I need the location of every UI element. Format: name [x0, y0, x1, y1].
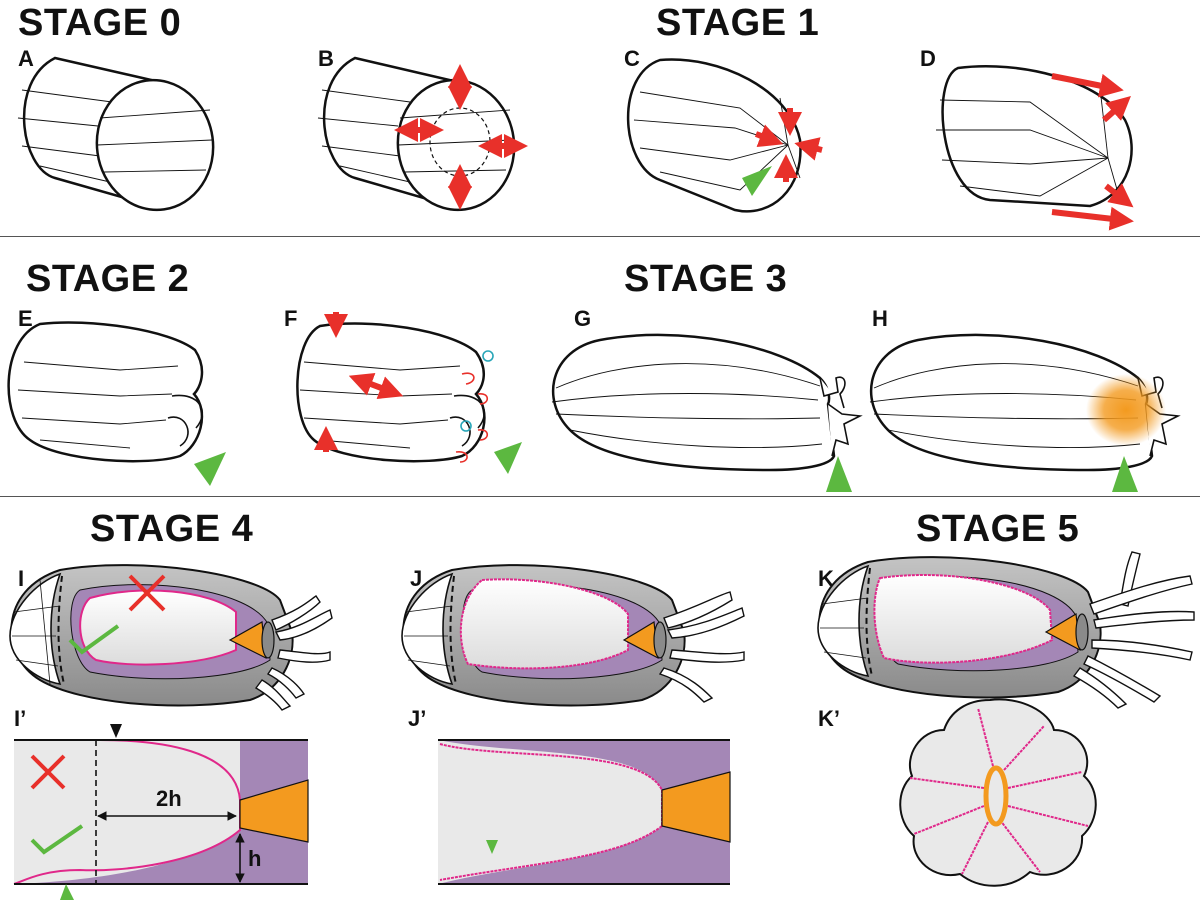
panel-h-green-marker	[1112, 456, 1138, 492]
panel-i-prime-black-marker	[110, 724, 122, 738]
panel-label-f: F	[284, 306, 298, 331]
panel-b-expansion-arrows	[394, 63, 528, 210]
panel-b-cylinder	[317, 56, 516, 212]
panel-e-green-marker	[194, 452, 226, 486]
panel-label-d: D	[920, 46, 936, 71]
panel-i-prime-check-mark	[30, 824, 84, 855]
panel-c-green-marker	[742, 166, 772, 196]
panel-d-elongating-body	[936, 65, 1133, 208]
panel-label-g: G	[574, 306, 592, 331]
panel-k-prime-cross-section	[899, 698, 1097, 887]
panel-i-x-mark	[128, 574, 166, 612]
panel-i-check-mark	[68, 624, 120, 655]
label-h: h	[248, 846, 261, 871]
panel-k-cutaway-larva	[817, 551, 1195, 709]
panel-g-green-marker	[826, 456, 852, 492]
stage-3-heading: STAGE 3	[624, 258, 788, 300]
panel-e-embryo	[7, 321, 204, 463]
panel-f-green-marker	[494, 442, 522, 474]
panel-label-c: C	[624, 46, 640, 71]
panel-i-cutaway-larva	[9, 564, 333, 711]
panel-f-arrows	[314, 312, 404, 452]
panel-a-cylinder	[17, 56, 215, 212]
divider-middle	[0, 496, 1200, 497]
panel-c-closing-cylinder	[626, 58, 802, 213]
panel-label-e: E	[18, 306, 33, 331]
panel-i-prime-x-mark	[30, 754, 66, 790]
panel-j-prime-section	[438, 739, 731, 885]
panel-label-k: K	[818, 566, 834, 591]
panel-label-b: B	[318, 46, 334, 71]
panel-label-k-prime: K’	[818, 706, 840, 731]
panel-label-j-prime: J’	[408, 706, 427, 731]
panel-label-i: I	[18, 566, 25, 591]
label-2h: 2h	[156, 786, 182, 811]
stage-5-heading: STAGE 5	[916, 508, 1080, 550]
divider-top	[0, 236, 1200, 237]
panel-g-larva	[551, 333, 863, 472]
panel-d-elongation-arrows	[1051, 73, 1134, 231]
panel-k-prime-orange-ring	[983, 765, 1009, 827]
panel-h-orange-glow	[1086, 374, 1166, 446]
panel-i-prime-green-marker	[60, 884, 74, 900]
panel-label-i-prime: I’	[14, 706, 27, 731]
panel-c-constriction-arrows	[754, 108, 823, 182]
stage-1-heading: STAGE 1	[656, 2, 820, 44]
panel-f-tentacle-buds	[455, 350, 494, 463]
stage-0-heading: STAGE 0	[18, 2, 182, 44]
panel-label-a: A	[18, 46, 34, 71]
panel-label-h: H	[872, 306, 888, 331]
stage-4-heading: STAGE 4	[90, 508, 254, 550]
stage-2-heading: STAGE 2	[26, 258, 190, 300]
panel-label-j: J	[410, 566, 423, 591]
panel-j-prime-green-marker	[486, 840, 498, 854]
panel-i-prime-section	[13, 724, 309, 900]
panel-j-cutaway-larva	[401, 564, 745, 707]
